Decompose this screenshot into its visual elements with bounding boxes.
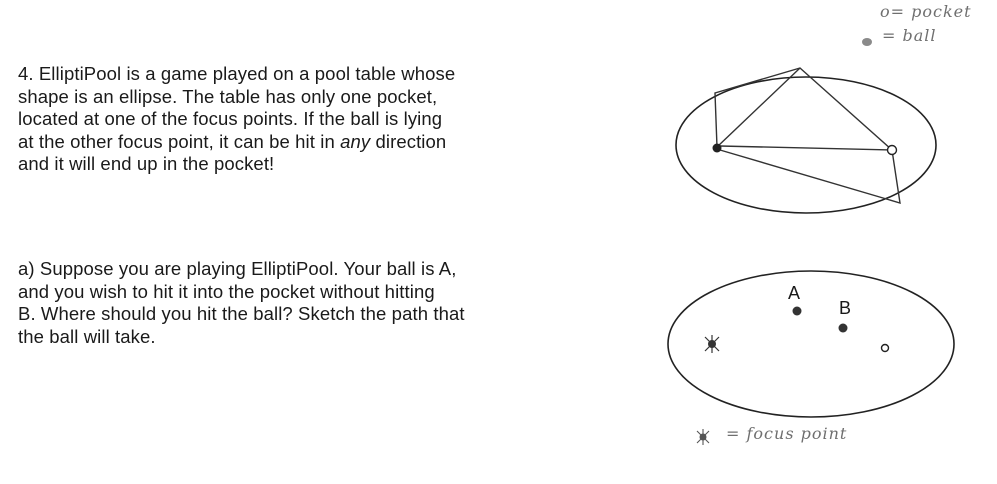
part-a-line-2: and you wish to hit it into the pocket w… xyxy=(18,280,435,302)
problem-line-5: and it will end up in the pocket! xyxy=(18,153,275,174)
part-a-line-3: B. Where should you hit the ball? Sketch… xyxy=(18,303,465,324)
legend-ball: = ball xyxy=(882,26,937,45)
pocket-icon xyxy=(886,144,898,156)
pocket-icon-2 xyxy=(880,343,890,353)
ellipse-table-1 xyxy=(675,76,937,214)
problem-line-4-end: direction xyxy=(370,130,447,152)
problem-line-3: located at one of the focus points. If t… xyxy=(18,108,443,129)
part-a-line-4: the ball will take. xyxy=(18,325,156,347)
problem-line-2: shape is an ellipse. The table has only … xyxy=(18,85,438,107)
ball-b-icon xyxy=(838,323,848,333)
ball-legend-icon xyxy=(862,38,872,46)
emphasis-any: any xyxy=(340,130,371,152)
reflection-path xyxy=(714,67,894,151)
part-a-line-1: a) Suppose you are playing ElliptiPool. … xyxy=(18,258,457,279)
legend-pocket: o= pocket xyxy=(880,2,972,21)
ball-a-icon xyxy=(792,306,802,316)
focus-point-icon xyxy=(704,335,720,353)
ball-icon xyxy=(712,143,722,153)
ellipse-table-2 xyxy=(667,270,955,418)
focus-legend-icon xyxy=(696,429,710,445)
problem-statement: 4. ElliptiPool is a game played on a poo… xyxy=(18,63,455,176)
reflection-path-2 xyxy=(716,67,801,148)
label-a: A xyxy=(788,283,800,303)
legend-focus-point: = focus point xyxy=(726,424,848,443)
problem-line-4-start: at the other focus point, it can be hit … xyxy=(18,130,341,152)
reflection-path-3 xyxy=(719,149,901,204)
label-b: B xyxy=(839,298,851,318)
problem-line-4: at the other focus point, it can be hit … xyxy=(18,131,455,154)
problem-line-1: 4. ElliptiPool is a game played on a poo… xyxy=(18,63,456,84)
part-a-question: a) Suppose you are playing ElliptiPool. … xyxy=(18,258,465,348)
